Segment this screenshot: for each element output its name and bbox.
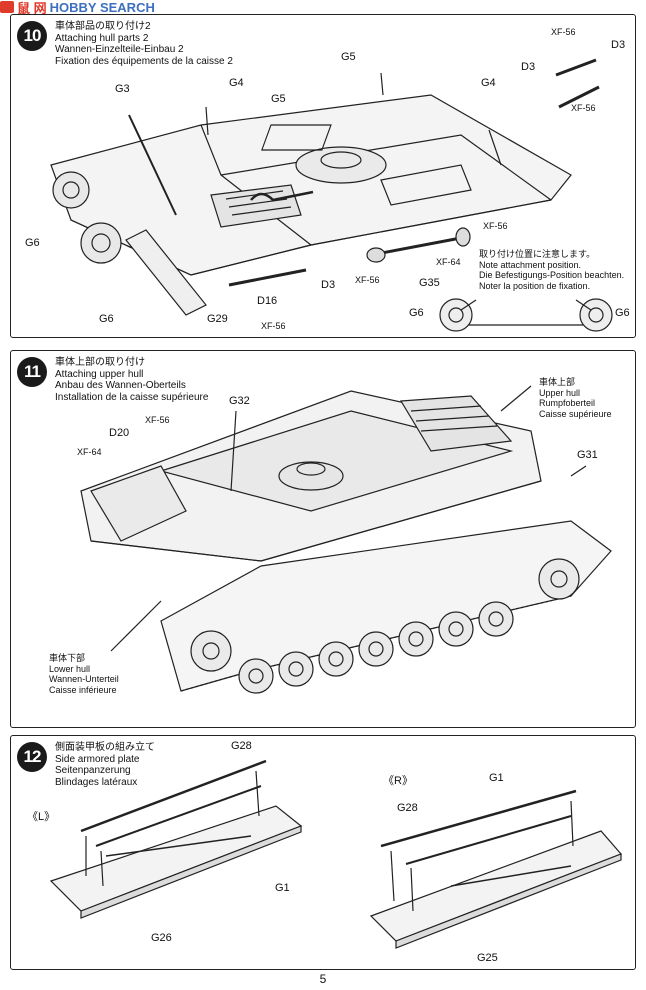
paint-code: XF-56 (483, 221, 508, 231)
watermark-text: HOBBY SEARCH (49, 0, 155, 15)
watermark-cjk: 鼠 网 (17, 0, 47, 16)
watermark-logo-icon (0, 1, 14, 13)
side-left-label: 《L》 (27, 811, 56, 823)
step-11-panel: 11 車体上部の取り付け Attaching upper hull Anbau … (10, 350, 636, 728)
lower-hull-fr: Caisse inférieure (49, 684, 117, 695)
part-label: G6 (409, 307, 424, 319)
part-label: G35 (419, 277, 440, 289)
title-de: Wannen-Einzelteile-Einbau 2 (55, 44, 184, 55)
part-label: D16 (257, 295, 278, 307)
upper-hull-ja: 車体上部 (539, 377, 576, 387)
step-number-badge: 10 (17, 21, 47, 51)
note-ja: 取り付け位置に注意します。 (479, 249, 596, 259)
title-en: Attaching upper hull (55, 368, 144, 380)
title-de: Anbau des Wannen-Oberteils (55, 380, 186, 391)
side-right-label: 《R》 (383, 775, 413, 787)
title-de: Seitenpanzerung (55, 765, 131, 776)
title-fr: Installation de la caisse supérieure (55, 391, 209, 403)
lower-hull-ja: 車体下部 (49, 653, 86, 663)
step-number-badge: 12 (17, 742, 47, 772)
part-label: G6 (25, 237, 40, 249)
watermark: 鼠 网 HOBBY SEARCH (0, 0, 155, 16)
part-label: G3 (115, 83, 130, 95)
part-label: D3 (521, 61, 536, 73)
title-ja: 車体部品の取り付け2 (55, 21, 151, 32)
title-en: Attaching hull parts 2 (55, 32, 149, 44)
part-label: D3 (611, 39, 626, 51)
paint-code: XF-56 (145, 415, 170, 425)
part-label: G28 (397, 802, 418, 814)
part-label: G4 (481, 77, 496, 89)
paint-code: XF-64 (436, 257, 461, 267)
step-10-titles: 車体部品の取り付け2 Attaching hull parts 2 Wannen… (55, 21, 233, 67)
part-label: G25 (477, 952, 498, 964)
title-fr: Blindages latéraux (55, 776, 138, 788)
attachment-note: 取り付け位置に注意します。 Note attachment position. … (479, 249, 624, 291)
part-label: G1 (275, 882, 290, 894)
title-en: Side armored plate (55, 753, 140, 765)
part-label: G5 (271, 93, 286, 105)
part-label: G4 (229, 77, 244, 89)
part-label: G6 (615, 307, 630, 319)
side-armor-illustration (49, 759, 623, 949)
lower-hull-en: Lower hull (49, 663, 91, 674)
step-12-titles: 側面装甲板の組み立て Side armored plate Seitenpanz… (55, 742, 155, 788)
lower-hull-label: 車体下部 Lower hull Wannen-Unterteil Caisse … (49, 653, 119, 695)
part-label: G29 (207, 313, 228, 325)
step-11-titles: 車体上部の取り付け Attaching upper hull Anbau des… (55, 357, 208, 403)
part-label: D3 (321, 279, 336, 291)
paint-code: XF-64 (77, 447, 102, 457)
part-label: G32 (229, 395, 250, 407)
paint-code: XF-56 (551, 27, 576, 37)
title-ja: 側面装甲板の組み立て (55, 742, 155, 753)
note-de: Die Befestigungs-Position beachten. (479, 270, 625, 280)
page-number: 5 (319, 972, 327, 986)
title-ja: 車体上部の取り付け (55, 357, 145, 368)
part-label: G5 (341, 51, 356, 63)
upper-hull-illustration (80, 385, 612, 694)
paint-code: XF-56 (355, 275, 380, 285)
part-label: G31 (577, 449, 598, 461)
upper-hull-en: Upper hull (539, 387, 581, 398)
part-label: G26 (151, 932, 172, 944)
part-label: G1 (489, 772, 504, 784)
paint-code: XF-56 (571, 103, 596, 113)
upper-hull-fr: Caisse supérieure (539, 408, 612, 419)
step-12-panel: 12 側面装甲板の組み立て Side armored plate Seitenp… (10, 735, 636, 970)
step-number-badge: 11 (17, 357, 47, 387)
upper-hull-label: 車体上部 Upper hull Rumpfoberteil Caisse sup… (539, 377, 612, 419)
hull-parts-illustration (50, 58, 613, 332)
title-fr: Fixation des équipements de la caisse 2 (55, 55, 233, 67)
part-label: G28 (231, 740, 252, 752)
note-en: Note attachment position. (479, 259, 582, 270)
part-label: D20 (109, 427, 130, 439)
step-10-panel: 10 車体部品の取り付け2 Attaching hull parts 2 Wan… (10, 14, 636, 338)
lower-hull-de: Wannen-Unterteil (49, 674, 119, 684)
paint-code: XF-56 (261, 321, 286, 331)
part-label: G6 (99, 313, 114, 325)
upper-hull-de: Rumpfoberteil (539, 398, 596, 408)
note-fr: Noter la position de fixation. (479, 280, 591, 291)
